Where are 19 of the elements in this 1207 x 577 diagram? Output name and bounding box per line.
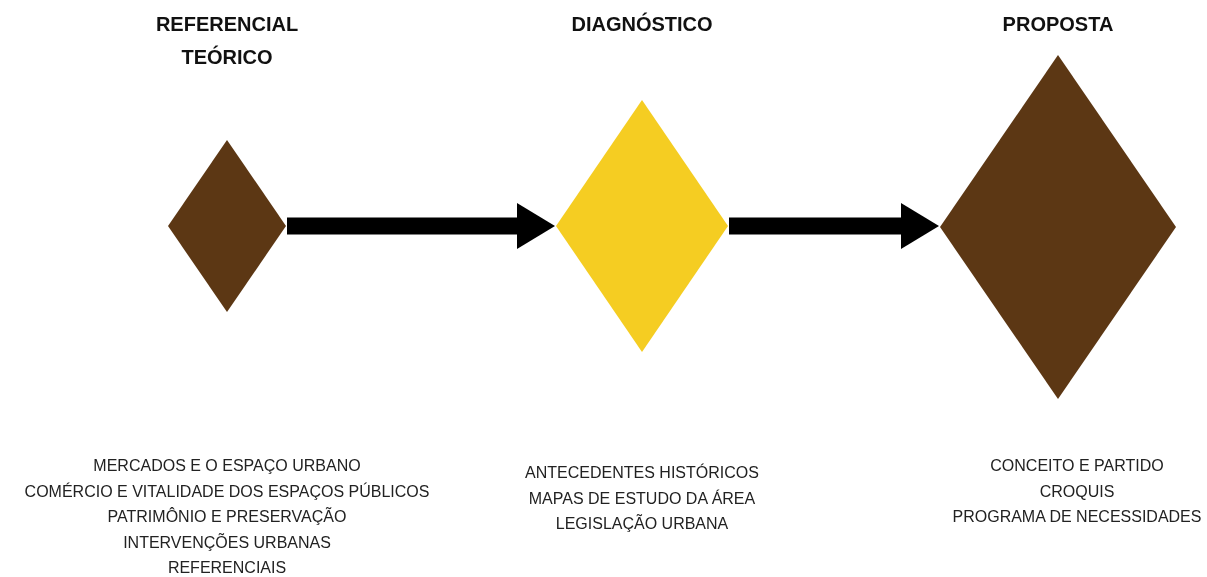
topic-text: CONCEITO E PARTIDO	[989, 456, 1165, 476]
arrow	[287, 203, 555, 249]
topic-text: CROQUIS	[1038, 481, 1116, 502]
topic-text: REFERENCIAIS	[166, 558, 288, 577]
arrow	[729, 203, 939, 249]
topic-text: PROGRAMA DE NECESSIDADES	[951, 507, 1203, 527]
stage-heading: PROPOSTA	[1001, 12, 1115, 37]
diamond-shape	[940, 55, 1176, 399]
topic-text: MAPAS DE ESTUDO DA ÁREA	[527, 488, 757, 509]
topic-text: LEGISLAÇÃO URBANA	[554, 513, 730, 534]
diamond-shape	[556, 100, 728, 352]
stage-heading: REFERENCIAL TEÓRICO	[154, 12, 300, 70]
topic-text: COMÉRCIO E VITALIDADE DOS ESPAÇOS PÚBLICOS	[23, 481, 431, 502]
topic-text: MERCADOS E O ESPAÇO URBANO	[92, 456, 362, 476]
diamond-shape	[168, 140, 286, 312]
topic-text: PATRIMÔNIO E PRESERVAÇÃO	[106, 506, 348, 527]
topic-text: ANTECEDENTES HISTÓRICOS	[524, 462, 760, 483]
stage-heading: DIAGNÓSTICO	[570, 11, 714, 37]
topic-text: INTERVENÇÕES URBANAS	[122, 532, 332, 553]
